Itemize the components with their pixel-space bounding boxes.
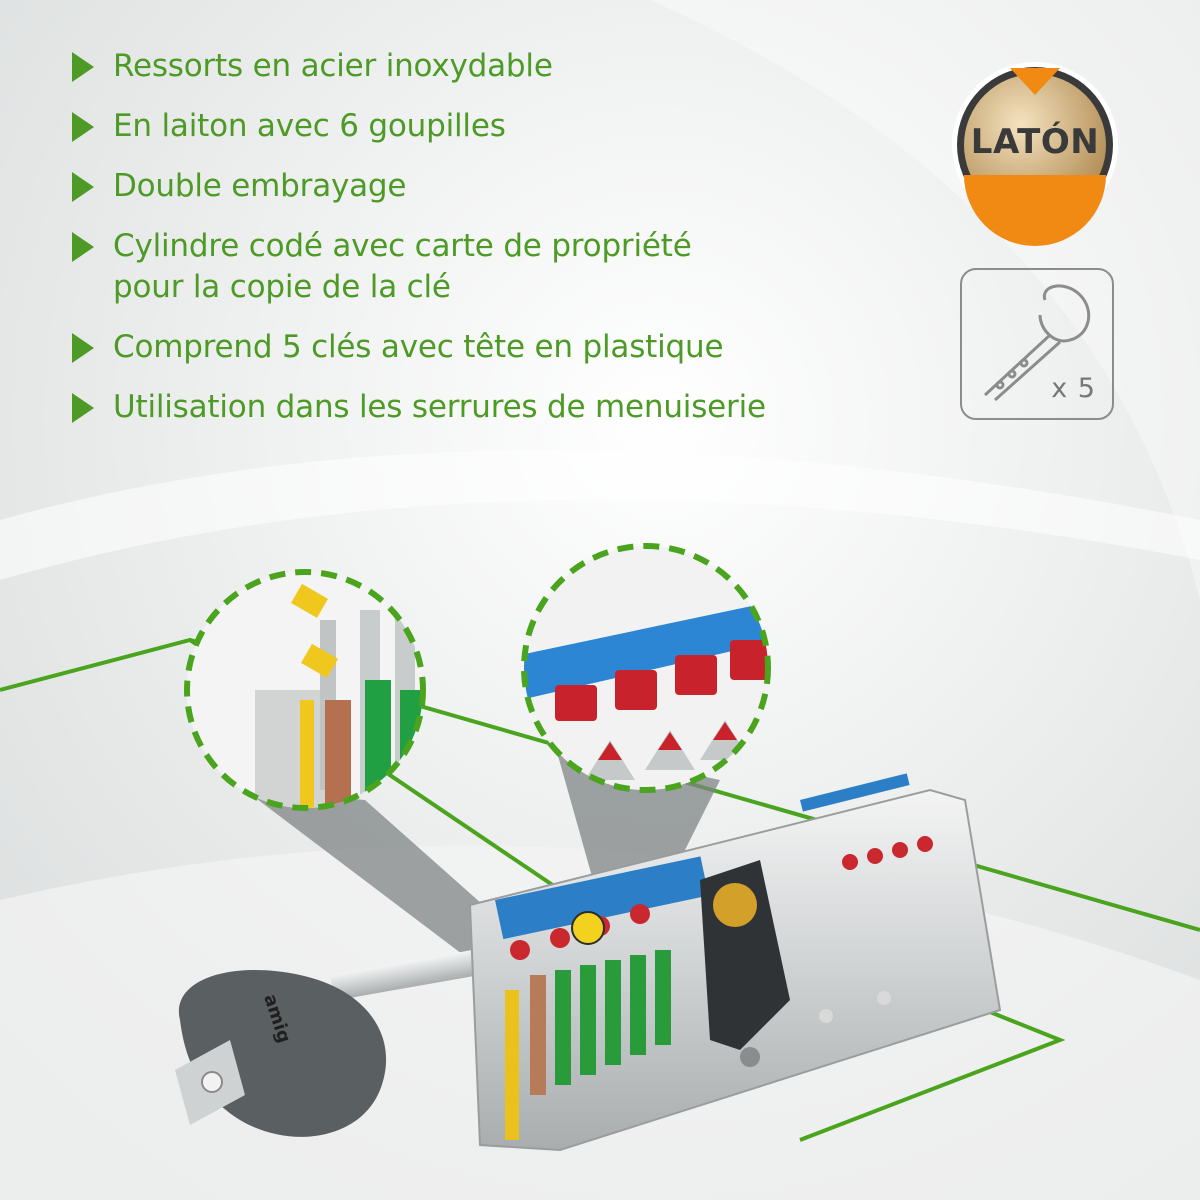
feature-item: Double embrayage — [72, 166, 766, 207]
feature-list: Ressorts en acier inoxydable En laiton a… — [72, 46, 766, 447]
feature-text-continued: pour la copie de la clé — [113, 269, 451, 305]
keys-count-box: x 5 — [960, 268, 1114, 420]
green-arrow-icon — [72, 333, 94, 363]
feature-item: En laiton avec 6 goupilles — [72, 106, 766, 147]
badge-label: LATÓN — [970, 122, 1100, 162]
feature-item: Ressorts en acier inoxydable — [72, 46, 766, 87]
feature-item: Utilisation dans les serrures de menuise… — [72, 387, 766, 428]
feature-text: En laiton avec 6 goupilles — [113, 108, 506, 144]
green-arrow-icon — [72, 172, 94, 202]
feature-text: Ressorts en acier inoxydable — [113, 48, 553, 84]
feature-text: Double embrayage — [113, 168, 407, 204]
key-icon-graphic — [983, 284, 1091, 402]
green-arrow-icon — [72, 112, 94, 142]
feature-text: Utilisation dans les serrures de menuise… — [113, 389, 766, 425]
key — [175, 940, 532, 1137]
material-badge: LATÓN — [950, 60, 1120, 230]
detail-magnifier-pins — [521, 543, 771, 793]
green-arrow-icon — [72, 393, 94, 423]
feature-text: Cylindre codé avec carte de propriété — [113, 228, 692, 264]
laton-badge-graphic — [952, 62, 1118, 246]
green-arrow-icon — [72, 52, 94, 82]
detail-magnifier-springs — [184, 569, 426, 811]
feature-item: Cylindre codé avec carte de propriété po… — [72, 226, 766, 308]
keys-count-label: x 5 — [1051, 373, 1096, 404]
green-arrow-icon — [72, 232, 94, 262]
feature-text: Comprend 5 clés avec tête en plastique — [113, 329, 724, 365]
feature-item: Comprend 5 clés avec tête en plastique — [72, 327, 766, 368]
lock-cylinder — [468, 773, 1002, 1152]
